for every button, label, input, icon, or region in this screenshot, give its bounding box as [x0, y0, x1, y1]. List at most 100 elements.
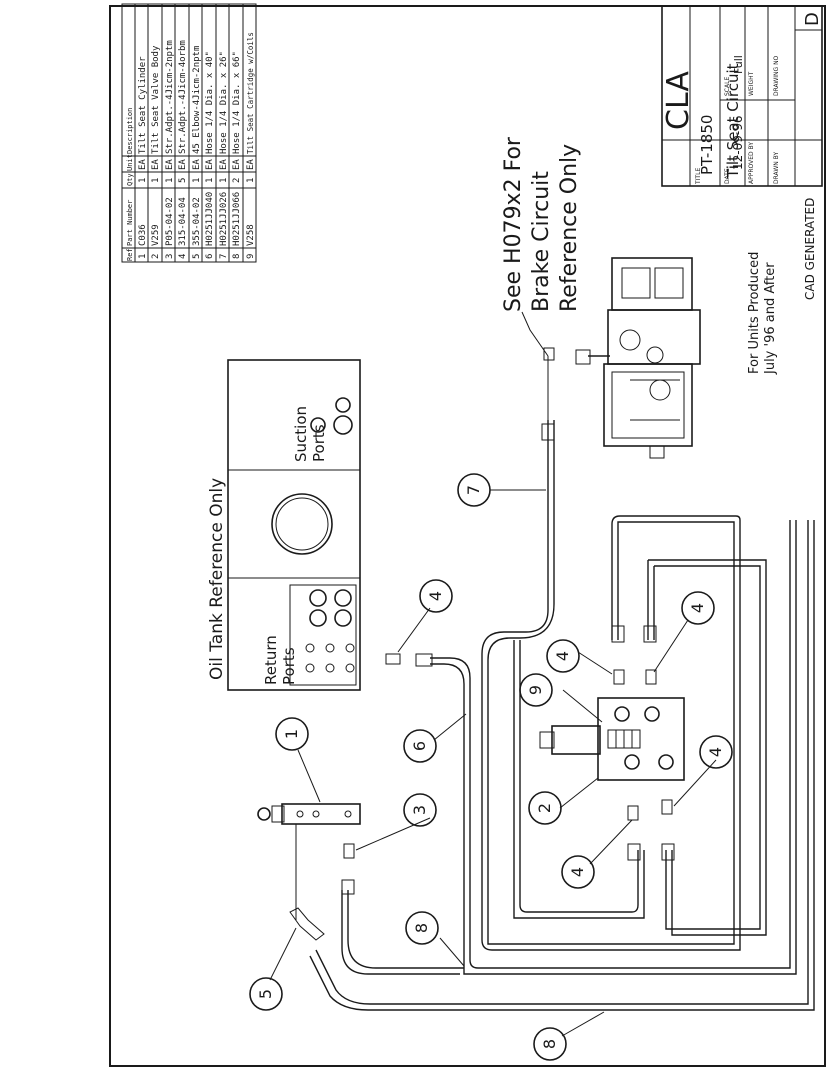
fitting [611, 625, 625, 643]
bom-cell: 1 [151, 178, 161, 183]
return-port [345, 663, 355, 673]
svg-text:2: 2 [535, 803, 554, 813]
fitting [661, 799, 673, 815]
bom-cell: 1 [205, 178, 215, 183]
elbow-fitting [289, 907, 325, 941]
return-port [334, 609, 352, 627]
bom-cell: H0251JJ066 [232, 192, 242, 246]
return-port [305, 663, 315, 673]
fitting [613, 669, 625, 685]
bom-cell: 1 [138, 178, 148, 183]
tank-fill-cap [271, 493, 333, 555]
approved-label: APPROVED BY [748, 142, 755, 184]
bom-cell: 5 [192, 254, 202, 259]
fitting [541, 423, 555, 441]
svg-text:4: 4 [568, 867, 587, 877]
drawing-date: 12-09-96 [731, 116, 745, 170]
brake-note: See H079x2 For Brake Circuit Reference O… [501, 136, 582, 312]
hose-6 [430, 520, 791, 969]
bom-row: 3 P05-04-02 1 EA Str.Adpt.-4Jicm-2nptm [165, 40, 175, 259]
callout-4: 4 [561, 855, 595, 889]
svg-text:4: 4 [706, 747, 725, 757]
svg-text:8: 8 [412, 923, 431, 933]
fitting [645, 669, 657, 685]
callout-2: 2 [528, 791, 562, 825]
revision-letter: D [802, 12, 823, 26]
bom-cell: 1 [192, 178, 202, 183]
bom-cell: EA [178, 159, 188, 170]
hose-7-inner [519, 640, 639, 913]
bom-cell: Tilt Seat Cylinder [138, 56, 148, 154]
hose-7 [487, 420, 735, 945]
return-ports-label: Return [262, 635, 280, 685]
bom-cell: EA [192, 159, 202, 170]
svg-text:6: 6 [410, 741, 429, 751]
return-port [309, 589, 327, 607]
weight-label: WEIGHT [748, 71, 755, 96]
bom-cell: Hose 1/4 Dia. x 40" [205, 51, 215, 154]
bom-cell: 5 [178, 178, 188, 183]
bom-header-qty: Qty [126, 173, 134, 186]
bom-cell: Tilt Seat Valve Body [151, 45, 161, 154]
bom-header-part: Part Number [126, 200, 134, 246]
bom-cell: 355-04-02 [192, 197, 202, 246]
bom-cell: V259 [151, 224, 161, 246]
bom-cell: 45 Elbow-4Jicm-2nptm [192, 46, 202, 154]
fitting [643, 625, 657, 643]
bom-cell: 3 [165, 254, 175, 259]
leader-lines [269, 311, 717, 1037]
callout-3: 3 [403, 793, 437, 827]
fitting [543, 347, 555, 361]
bom-cell: H0251JJ026 [219, 192, 229, 246]
bom-cell: 6 [205, 254, 215, 259]
bom-cell: H0251JJ040 [205, 192, 215, 246]
return-port [325, 643, 335, 653]
bom-cell: 1 [219, 178, 229, 183]
fitting [627, 805, 639, 821]
tank-title: Oil Tank Reference Only [207, 478, 227, 680]
suction-port [335, 397, 351, 413]
bom-table: Ref Part Number Qty Unit Description 1 C… [121, 3, 257, 263]
bom-cell: EA [205, 159, 215, 170]
date-label: DATE [724, 168, 731, 184]
svg-text:5: 5 [256, 989, 275, 999]
valve-coil [551, 725, 601, 755]
bom-cell: EA [232, 159, 242, 170]
bom-cell: P05-04-02 [165, 197, 175, 246]
fitting [661, 843, 675, 861]
bom-row: 2 V259 1 EA Tilt Seat Valve Body [151, 45, 161, 259]
bom-cell: 2 [151, 254, 161, 259]
bom-cell: 1 [165, 178, 175, 183]
bom-cell: EA [151, 159, 161, 170]
callout-5: 5 [249, 977, 283, 1011]
return-port [325, 663, 335, 673]
svg-text:3: 3 [410, 805, 429, 815]
bom-row: 5 355-04-02 1 EA 45 Elbow-4Jicm-2nptm [192, 46, 202, 259]
suction-port [310, 417, 326, 433]
fitting [627, 843, 641, 861]
bom-cell: 1 [138, 254, 148, 259]
tilt-cylinder [257, 803, 361, 920]
bom-cell: 8 [232, 254, 242, 259]
title-block: CLA PT-1850 Tilt Seat Circuit TITLE DATE… [661, 5, 823, 300]
units-note-line: July '96 and After [763, 262, 778, 375]
brake-note-line: Reference Only [557, 144, 582, 312]
suction-ports-label: Ports [310, 424, 328, 462]
return-port [305, 643, 315, 653]
bom-row: 6 H0251JJ040 1 EA Hose 1/4 Dia. x 40" [205, 51, 215, 259]
fitting [341, 879, 355, 895]
return-port [345, 643, 355, 653]
company-name: CLA [661, 71, 696, 130]
hose-7 [481, 420, 741, 951]
return-ports-label: Ports [280, 647, 298, 685]
bom-row: 4 315-04-04 5 EA Str.Adpt.-4Jicm-4orbm [178, 40, 188, 259]
svg-text:1: 1 [282, 729, 301, 739]
drawing-no-label: DRAWING NO [773, 55, 780, 96]
sheet-border [109, 5, 826, 1067]
bom-row: 7 H0251JJ026 1 EA Hose 1/4 Dia. x 26" [219, 51, 229, 259]
cad-generated-label: CAD GENERATED [803, 198, 817, 300]
bom-cell: EA [219, 159, 229, 170]
callout-7: 7 [457, 473, 491, 507]
brake-note-line: Brake Circuit [529, 171, 554, 312]
callout-4: 4 [419, 579, 453, 613]
